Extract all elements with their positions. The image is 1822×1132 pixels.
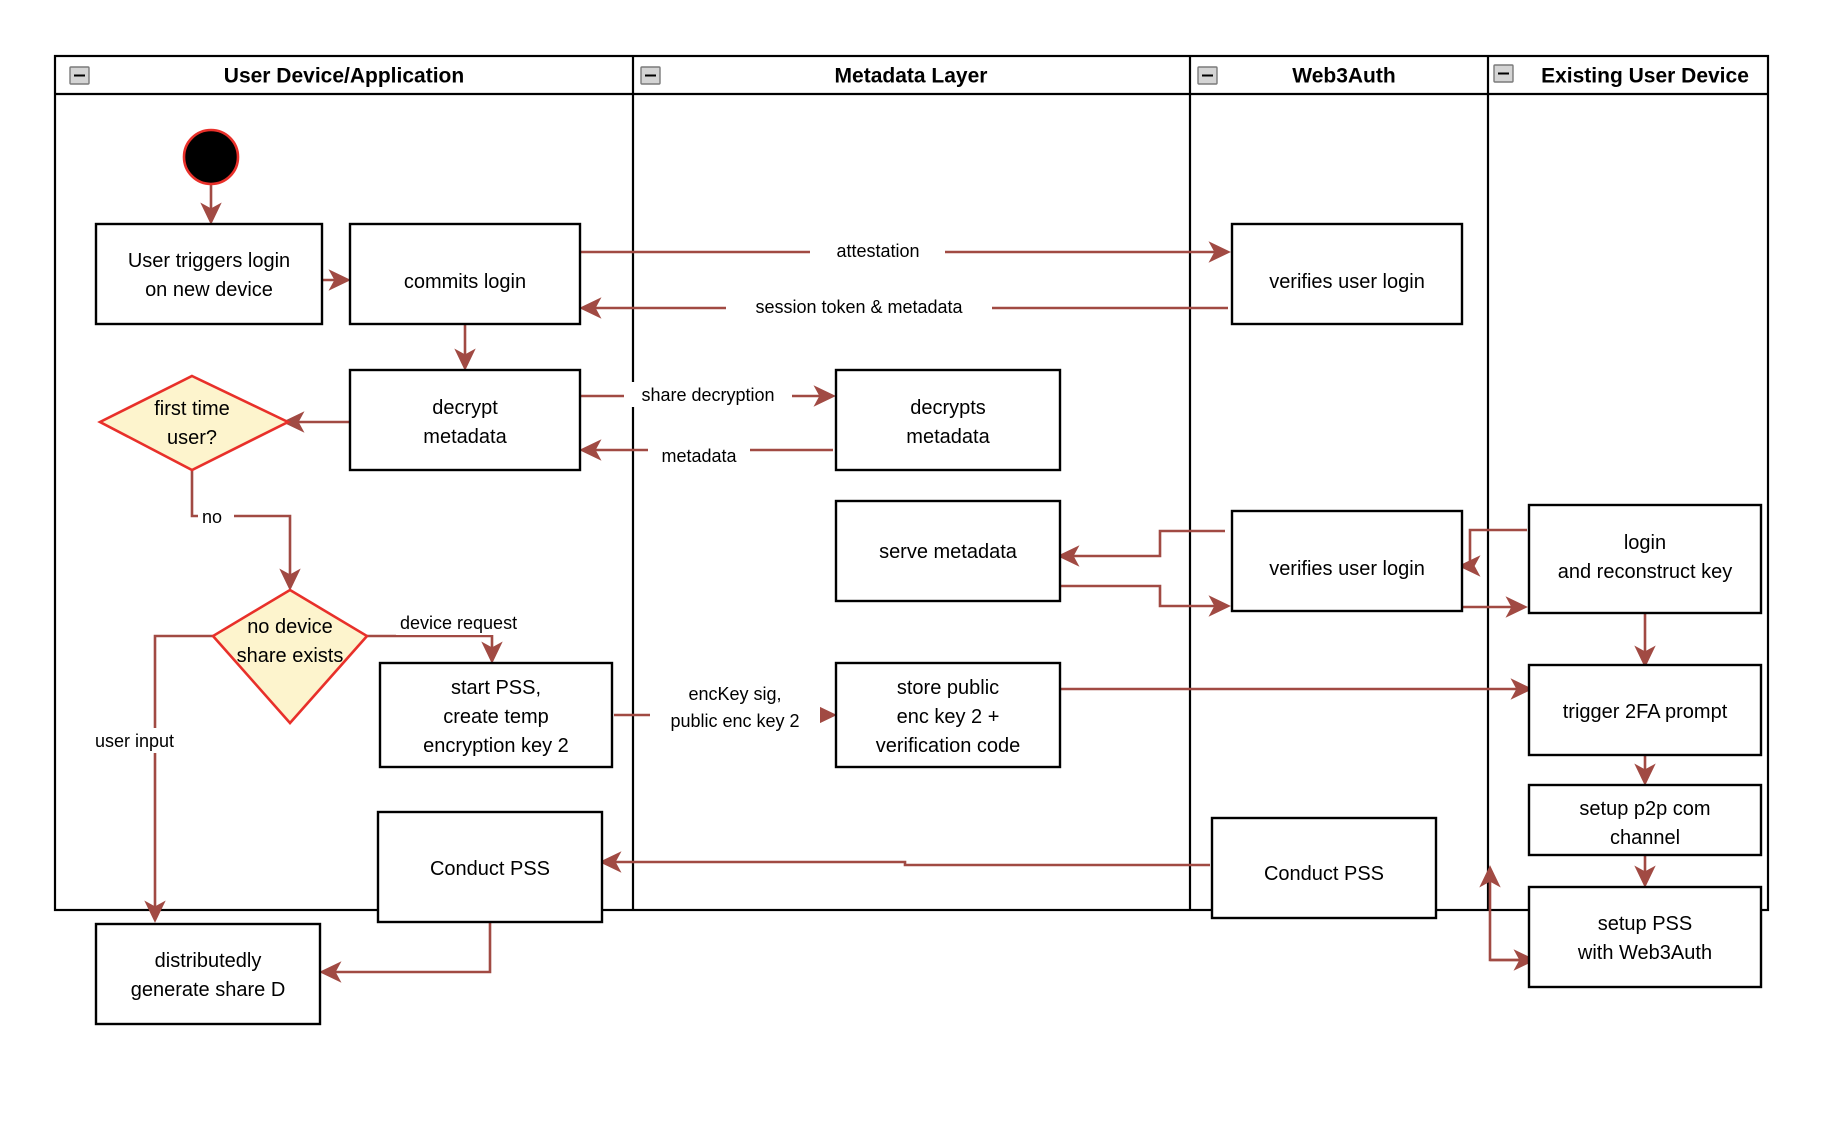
node-label-line: verifies user login xyxy=(1269,558,1425,580)
node-generate-share-d[interactable]: distributedly generate share D xyxy=(94,922,322,1026)
edge-label-user-input: user input xyxy=(95,731,174,751)
node-label-line: no device xyxy=(247,616,333,638)
node-first-time-user[interactable]: first time user? xyxy=(97,374,291,472)
edge-existing-login-to-verify xyxy=(1458,528,1527,577)
label-bg xyxy=(810,238,945,263)
lane-header-metadata[interactable]: Metadata Layer xyxy=(640,65,988,88)
node-label-line: on new device xyxy=(145,279,273,301)
edge-label-session-token: session token & metadata xyxy=(755,297,963,317)
edge-label-attestation: attestation xyxy=(836,241,919,261)
node-no-device-share-exists[interactable]: no device share exists xyxy=(210,588,370,725)
node-label-line: channel xyxy=(1610,827,1680,849)
node-label-line: start PSS, xyxy=(451,677,541,699)
node-label-line: login xyxy=(1624,532,1666,554)
edge-conduct-pss-cross xyxy=(599,851,1210,873)
node-label-line: enc key 2 + xyxy=(897,706,1000,728)
node-label-line: trigger 2FA prompt xyxy=(1563,701,1728,723)
node-label-line: Conduct PSS xyxy=(1264,863,1384,885)
label-bg xyxy=(396,610,556,635)
label-bg xyxy=(624,382,792,407)
node-label-line: generate share D xyxy=(131,979,286,1001)
node-label-line: and reconstruct key xyxy=(1558,561,1733,583)
swimlane-frame xyxy=(53,54,1770,912)
node-label-line: decrypts xyxy=(910,397,986,419)
node-decrypts-metadata[interactable]: decrypts metadata xyxy=(834,368,1062,472)
label-bg xyxy=(650,681,820,733)
node-label-line: User triggers login xyxy=(128,250,290,272)
lane-title-existing-device: Existing User Device xyxy=(1541,65,1749,88)
node-serve-metadata[interactable]: serve metadata xyxy=(834,499,1062,603)
lane-header-existing-device[interactable]: Existing User Device xyxy=(1493,64,1749,88)
label-bg xyxy=(648,443,750,468)
node-label-line: decrypt xyxy=(432,397,498,419)
edge-user-input xyxy=(144,634,215,923)
node-verifies-user-login-1[interactable]: verifies user login xyxy=(1230,222,1464,326)
node-conduct-pss-web3auth[interactable]: Conduct PSS xyxy=(1210,816,1438,920)
node-decrypt-metadata[interactable]: decrypt metadata xyxy=(348,368,582,472)
node-label-line: metadata xyxy=(906,426,990,448)
node-commits-login[interactable]: commits login xyxy=(348,222,582,326)
lane-header-web3auth[interactable]: Web3Auth xyxy=(1197,65,1396,88)
edge-device-request xyxy=(365,634,503,664)
node-setup-p2p-channel[interactable]: setup p2p com channel xyxy=(1527,783,1763,857)
node-setup-pss-web3auth[interactable]: setup PSS with Web3Auth xyxy=(1527,885,1763,989)
node-label-line: verification code xyxy=(876,735,1021,757)
edge-conduct-pss-to-share-d xyxy=(319,923,492,983)
node-verifies-user-login-2[interactable]: verifies user login xyxy=(1230,509,1464,613)
node-store-public-enc-key[interactable]: store public enc key 2 + verification co… xyxy=(834,661,1062,769)
node-conduct-pss-user[interactable]: Conduct PSS xyxy=(376,810,604,924)
lane-header-user-device[interactable]: User Device/Application xyxy=(69,65,464,88)
node-label-line: verifies user login xyxy=(1269,271,1425,293)
node-label-line: create temp xyxy=(443,706,549,728)
edge-label-enckey-l2: public enc key 2 xyxy=(670,711,799,731)
minus-icon[interactable] xyxy=(69,66,90,85)
node-label-line: with Web3Auth xyxy=(1577,942,1712,964)
node-label-line: encryption key 2 xyxy=(423,735,569,757)
node-start-pss[interactable]: start PSS, create temp encryption key 2 xyxy=(378,661,614,769)
node-label-line: distributedly xyxy=(155,950,262,972)
label-bg xyxy=(198,504,234,528)
node-login-reconstruct-key[interactable]: login and reconstruct key xyxy=(1527,503,1763,615)
node-label-line: store public xyxy=(897,677,999,699)
node-label-line: metadata xyxy=(423,426,507,448)
node-label-line: serve metadata xyxy=(879,541,1018,563)
diagram-outer-border xyxy=(53,54,1770,912)
node-label-line: user? xyxy=(167,427,217,449)
edge-label-device-request: device request xyxy=(400,613,517,633)
minus-icon[interactable] xyxy=(1197,66,1218,85)
edge-label-metadata: metadata xyxy=(661,446,737,466)
edge-serve-to-verify xyxy=(1060,584,1231,617)
node-trigger-2fa-prompt[interactable]: trigger 2FA prompt xyxy=(1527,663,1763,757)
lane-title-metadata: Metadata Layer xyxy=(835,65,988,88)
node-label-line: first time xyxy=(154,398,230,420)
node-label-line: setup PSS xyxy=(1598,913,1693,935)
edge-no-branch xyxy=(190,471,301,591)
node-user-triggers-login[interactable]: User triggers login on new device xyxy=(94,222,324,326)
edge-verify-to-serve xyxy=(1057,529,1225,567)
node-label-line: commits login xyxy=(404,271,526,293)
node-label-line: share exists xyxy=(237,645,344,667)
edge-label-no: no xyxy=(202,507,222,527)
edge-label-share-decryption: share decryption xyxy=(641,385,774,405)
lane-title-web3auth: Web3Auth xyxy=(1292,65,1395,88)
lane-title-user-device: User Device/Application xyxy=(224,65,464,88)
label-bg xyxy=(726,294,992,319)
minus-icon[interactable] xyxy=(640,66,661,85)
node-label-line: Conduct PSS xyxy=(430,858,550,880)
edge-labels: attestation session token & metadata sha… xyxy=(92,238,992,753)
edge-label-enckey-l1: encKey sig, xyxy=(688,684,781,704)
minus-icon[interactable] xyxy=(1493,64,1514,83)
flow-edges xyxy=(144,182,1656,983)
label-bg xyxy=(92,728,208,753)
node-label-line: setup p2p com xyxy=(1579,798,1710,820)
node-start[interactable] xyxy=(182,128,240,186)
